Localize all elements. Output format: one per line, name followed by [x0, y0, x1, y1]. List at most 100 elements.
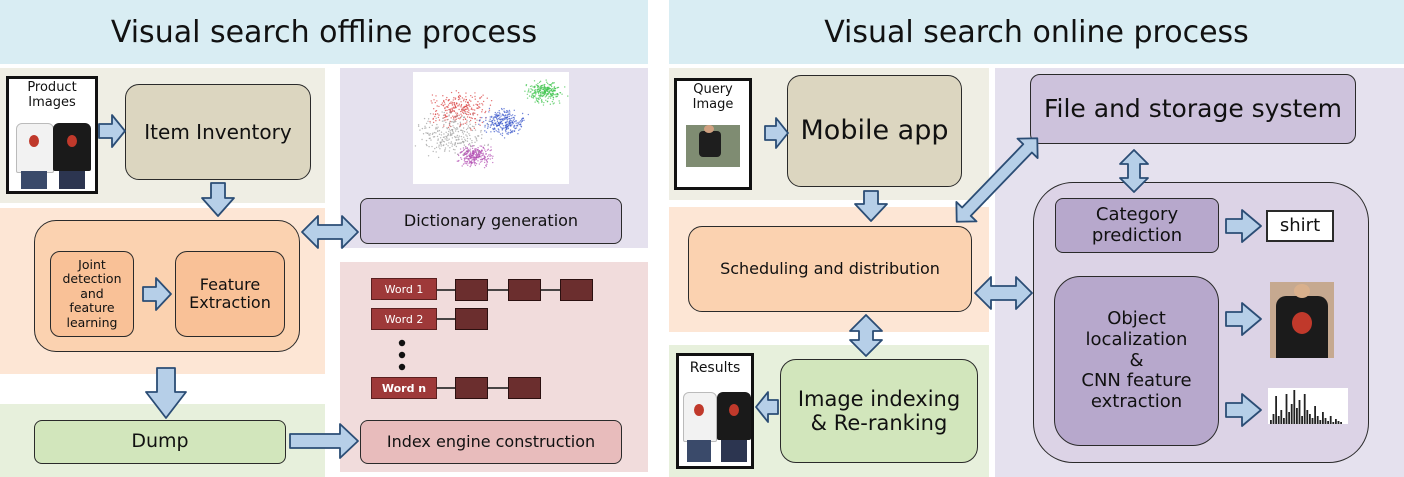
scatter-dot — [472, 154, 474, 156]
scatter-dot — [439, 142, 442, 144]
feature-extraction-label: Feature Extraction — [189, 274, 271, 312]
scatter-dot — [437, 156, 440, 159]
query-face-image — [704, 125, 714, 133]
scatter-dot — [533, 80, 536, 82]
scatter-dot — [474, 112, 476, 114]
scatter-dot — [454, 104, 456, 107]
scatter-dot — [484, 111, 486, 114]
scatter-dot — [443, 116, 446, 119]
scatter-dot — [457, 123, 459, 125]
scatter-dot — [465, 134, 467, 136]
scatter-dot — [516, 124, 518, 126]
scatter-dot — [469, 151, 472, 153]
scatter-dot — [459, 121, 462, 124]
category-prediction-label: Category prediction — [1091, 203, 1183, 246]
scatter-dot — [466, 131, 468, 133]
scatter-dot — [539, 97, 542, 99]
histogram-bar — [1290, 404, 1293, 424]
scatter-dot — [464, 122, 466, 125]
index-engine-label: Index engine construction — [386, 431, 596, 451]
scatter-dot — [429, 134, 431, 136]
scatter-dot — [476, 119, 478, 121]
scatter-dot — [479, 106, 481, 109]
query-image-label: Query Image — [692, 82, 734, 112]
scatter-dot — [434, 101, 436, 104]
scatter-dot — [480, 131, 482, 133]
scatter-dot — [476, 114, 479, 116]
scatter-dot — [464, 110, 466, 113]
scatter-dot — [421, 127, 424, 130]
scatter-dot — [465, 101, 467, 103]
scatter-dot — [440, 145, 442, 147]
scatter-dot — [474, 98, 477, 100]
joint-detection-label: Joint detection and feature learning — [62, 257, 122, 330]
feature-extraction-box: Feature Extraction — [175, 251, 285, 337]
scatter-dot — [424, 125, 426, 128]
scatter-dot — [485, 150, 487, 153]
scatter-dot — [506, 123, 509, 126]
scatter-dot — [538, 96, 541, 98]
scatter-dot — [462, 111, 464, 114]
scatter-dot — [551, 93, 553, 95]
scatter-dot — [456, 153, 459, 155]
scatter-dot — [483, 161, 486, 164]
scatter-dot — [552, 90, 554, 93]
scatter-dot — [482, 100, 485, 103]
scatter-dot — [440, 134, 443, 136]
scatter-dot — [451, 104, 454, 106]
scatter-dot — [544, 96, 547, 98]
scatter-dot — [540, 92, 543, 94]
scatter-dot — [469, 144, 472, 147]
scatter-dot — [475, 138, 478, 140]
histogram-bar — [1316, 416, 1319, 424]
scatter-dot — [458, 126, 461, 128]
result-white-tshirt — [683, 392, 717, 442]
scatter-dot — [467, 113, 469, 116]
scatter-dot — [461, 150, 464, 153]
scatter-dot — [454, 152, 456, 154]
scatter-dot — [470, 108, 473, 111]
scatter-dot — [519, 128, 521, 130]
scatter-dot — [499, 113, 501, 115]
scatter-dot — [431, 94, 434, 96]
scatter-dot — [508, 115, 510, 118]
scatter-dot — [460, 157, 462, 159]
scatter-dot — [453, 121, 456, 123]
scatter-dot — [489, 155, 491, 157]
scatter-dot — [492, 127, 494, 130]
scatter-dot — [428, 126, 431, 129]
scatter-dot — [549, 87, 551, 90]
scatter-dot — [467, 104, 469, 107]
scatter-dot — [486, 124, 489, 126]
scatter-dot — [438, 129, 441, 132]
scatter-dot — [422, 133, 425, 135]
scatter-dot — [490, 155, 492, 157]
scatter-dot — [446, 109, 448, 112]
scatter-dot — [545, 99, 547, 101]
scatter-dot — [473, 109, 476, 111]
scatter-dot — [489, 153, 491, 156]
scatter-dot — [443, 125, 445, 127]
scatter-dot — [467, 151, 469, 154]
scatter-dot — [486, 160, 488, 163]
scatter-dot — [457, 154, 460, 157]
scatter-dot — [449, 120, 451, 123]
scatter-dot — [484, 149, 486, 151]
scatter-dot — [482, 152, 484, 154]
index-engine-box: Index engine construction — [360, 420, 622, 464]
scatter-dot — [477, 107, 480, 109]
scatter-dot — [473, 161, 475, 163]
scatter-dot — [477, 135, 480, 137]
scatter-dot — [451, 133, 454, 135]
scatter-dot — [469, 150, 471, 152]
scatter-dot — [445, 143, 448, 145]
scatter-dot — [490, 131, 492, 133]
scatter-dot — [555, 93, 557, 95]
offline-title: Visual search offline process — [110, 14, 538, 50]
scatter-dot — [479, 97, 481, 100]
scatter-dot — [486, 155, 489, 158]
scatter-dot — [546, 82, 549, 85]
scatter-dot — [460, 135, 463, 138]
scatter-dot — [545, 88, 547, 90]
scatter-dot — [473, 144, 475, 147]
